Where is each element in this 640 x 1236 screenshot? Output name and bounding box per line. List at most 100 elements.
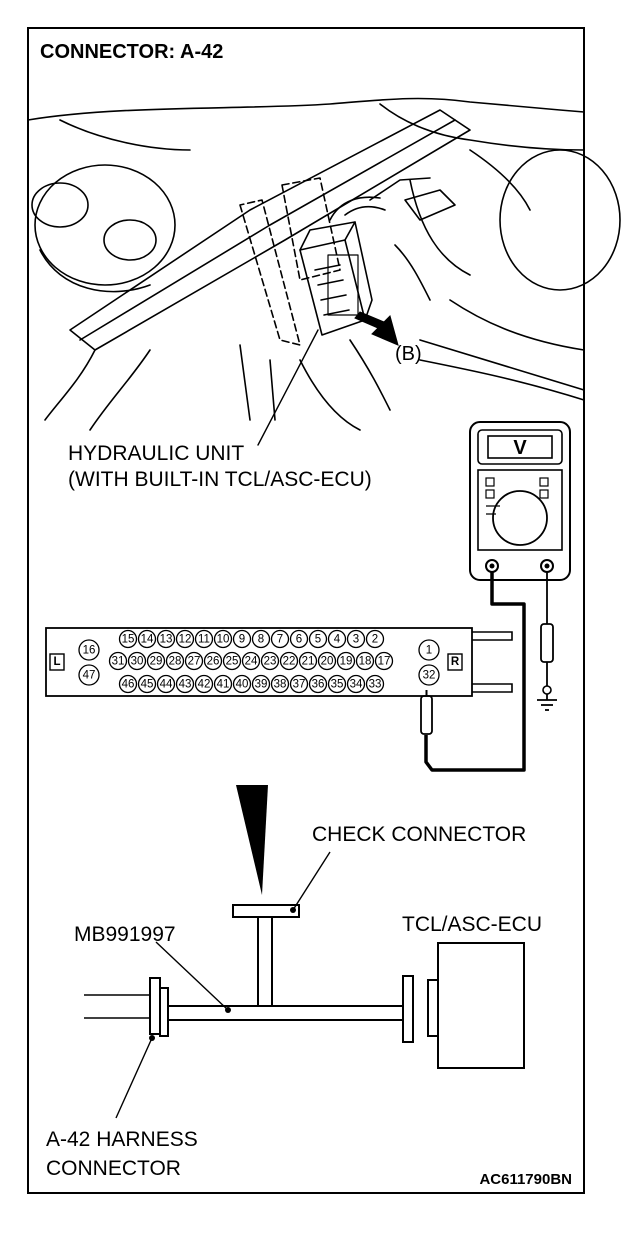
svg-text:31: 31 <box>112 656 125 668</box>
connector-pin-41: 41 <box>213 674 233 694</box>
check-connector <box>232 904 300 918</box>
svg-text:23: 23 <box>264 656 277 668</box>
harness-label-line1: A-42 HARNESS <box>46 1128 198 1151</box>
tool-harness <box>167 1005 407 1021</box>
connector-pin-22: 22 <box>279 651 299 671</box>
hydraulic-unit-label-line2: (WITH BUILT-IN TCL/ASC-ECU) <box>68 468 372 491</box>
svg-text:6: 6 <box>296 634 302 646</box>
svg-text:13: 13 <box>160 634 173 646</box>
svg-text:1: 1 <box>426 645 432 657</box>
connector-pin-7: 7 <box>270 629 290 649</box>
connector-pin-46: 46 <box>118 674 138 694</box>
connector-pin-16: 16 <box>78 639 100 661</box>
svg-text:29: 29 <box>150 656 163 668</box>
figure-title: CONNECTOR: A-42 <box>40 41 223 63</box>
connector-pin-36: 36 <box>308 674 328 694</box>
connector-pin-12: 12 <box>175 629 195 649</box>
connector-pin-35: 35 <box>327 674 347 694</box>
connector-right-marker: R <box>451 656 460 668</box>
meter-symbol: V <box>513 437 527 459</box>
svg-text:34: 34 <box>350 679 363 691</box>
svg-text:32: 32 <box>423 670 436 682</box>
svg-text:9: 9 <box>239 634 245 646</box>
voltmeter: V <box>469 421 571 581</box>
connector-pin-2: 2 <box>365 629 385 649</box>
svg-text:27: 27 <box>188 656 201 668</box>
connector-pin-11: 11 <box>194 629 214 649</box>
ecu-label: TCL/ASC-ECU <box>402 913 542 936</box>
view-b-marker: (B) <box>395 343 422 365</box>
svg-text:2: 2 <box>372 634 378 646</box>
svg-text:22: 22 <box>283 656 296 668</box>
probe-positive <box>420 695 433 735</box>
svg-text:44: 44 <box>160 679 173 691</box>
connector-pin-20: 20 <box>317 651 337 671</box>
connector-pin-14: 14 <box>137 629 157 649</box>
svg-text:12: 12 <box>179 634 192 646</box>
svg-text:46: 46 <box>122 679 135 691</box>
connector-pin-27: 27 <box>184 651 204 671</box>
svg-text:42: 42 <box>198 679 211 691</box>
svg-text:21: 21 <box>302 656 315 668</box>
connector-pin-47: 47 <box>78 664 100 686</box>
svg-text:19: 19 <box>340 656 353 668</box>
svg-text:14: 14 <box>141 634 154 646</box>
connector-pin-9: 9 <box>232 629 252 649</box>
connector-pin-44: 44 <box>156 674 176 694</box>
svg-text:24: 24 <box>245 656 258 668</box>
connector-pin-17: 17 <box>374 651 394 671</box>
ground-symbol <box>537 694 557 711</box>
connector-pin-1: 1 <box>418 639 440 661</box>
svg-text:17: 17 <box>378 656 391 668</box>
connector-pin-18: 18 <box>355 651 375 671</box>
connector-pin-43: 43 <box>175 674 195 694</box>
connector-pin-40: 40 <box>232 674 252 694</box>
left-harness-wires <box>84 994 150 1019</box>
connector-pin-37: 37 <box>289 674 309 694</box>
svg-text:7: 7 <box>277 634 283 646</box>
tcl-asc-ecu-box <box>437 942 525 1069</box>
svg-text:37: 37 <box>293 679 306 691</box>
svg-text:11: 11 <box>198 634 210 646</box>
down-arrow <box>236 785 268 895</box>
connector-pin-30: 30 <box>127 651 147 671</box>
connector-pin-10: 10 <box>213 629 233 649</box>
connector-pin-32: 32 <box>418 664 440 686</box>
connector-left-marker: L <box>53 656 60 668</box>
svg-text:4: 4 <box>334 634 341 646</box>
figure-code: AC611790BN <box>479 1171 572 1188</box>
figure-border <box>27 27 585 1194</box>
connector-pin-45: 45 <box>137 674 157 694</box>
check-connector-label: CHECK CONNECTOR <box>312 823 526 846</box>
connector-pin-19: 19 <box>336 651 356 671</box>
meter-lead-positive <box>424 572 526 772</box>
svg-text:16: 16 <box>83 645 96 657</box>
svg-text:10: 10 <box>217 634 230 646</box>
connector-pin-5: 5 <box>308 629 328 649</box>
connector-pin-39: 39 <box>251 674 271 694</box>
connector-pin-26: 26 <box>203 651 223 671</box>
tool-label: MB991997 <box>74 923 176 946</box>
svg-text:38: 38 <box>274 679 287 691</box>
connector-pin-15: 15 <box>118 629 138 649</box>
check-connector-leader <box>292 851 331 911</box>
connector-pin-8: 8 <box>251 629 271 649</box>
connector-pin-24: 24 <box>241 651 261 671</box>
connector-pin-34: 34 <box>346 674 366 694</box>
probe-negative <box>540 623 554 663</box>
svg-text:39: 39 <box>255 679 268 691</box>
tool-leader <box>155 941 229 1011</box>
svg-text:36: 36 <box>312 679 325 691</box>
connector-pin-31: 31 <box>108 651 128 671</box>
svg-text:40: 40 <box>236 679 249 691</box>
connector-pin-23: 23 <box>260 651 280 671</box>
connector-pin-28: 28 <box>165 651 185 671</box>
connector-pin-25: 25 <box>222 651 242 671</box>
engine-bay-illustration <box>27 97 621 446</box>
svg-text:20: 20 <box>321 656 334 668</box>
svg-text:18: 18 <box>359 656 372 668</box>
view-b-arrow <box>354 311 399 346</box>
connector-pin-33: 33 <box>365 674 385 694</box>
